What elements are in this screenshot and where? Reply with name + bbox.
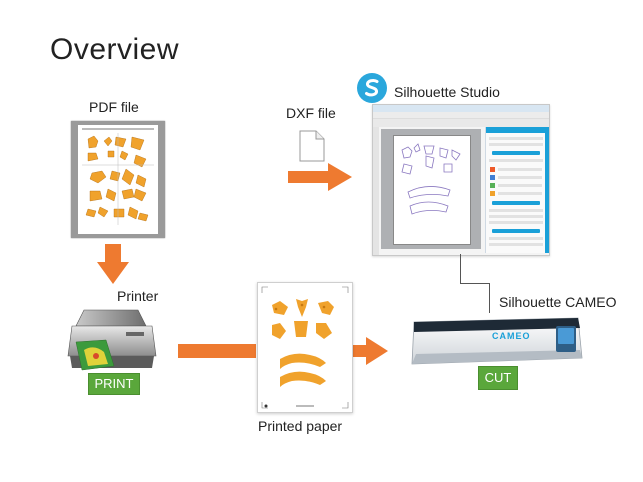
cut-button[interactable]: CUT [478, 366, 518, 390]
print-button[interactable]: PRINT [88, 373, 140, 395]
pdf-file-label: PDF file [89, 99, 139, 115]
pdf-document-thumbnail [71, 121, 165, 238]
printed-paper-sheet [257, 282, 353, 413]
studio-label: Silhouette Studio [394, 84, 500, 100]
printed-paper-label: Printed paper [258, 418, 343, 434]
silhouette-logo-icon [357, 73, 387, 103]
file-icon [299, 130, 325, 162]
arrow-right-icon [352, 337, 388, 365]
connector-line [489, 283, 490, 313]
printer-label: Printer [117, 288, 159, 304]
cameo-brand-label: CAMEO [492, 331, 531, 341]
printer-icon [67, 309, 157, 371]
silhouette-studio-window [372, 104, 550, 256]
silhouette-cameo-device: CAMEO [410, 312, 584, 368]
connector-line [460, 283, 490, 284]
dxf-file-label: DXF file [286, 105, 336, 121]
arrow-right-icon [288, 163, 352, 191]
connector-line [460, 254, 461, 284]
page-title: Overview [50, 33, 180, 66]
arrow-down-icon [97, 244, 129, 284]
cameo-label: Silhouette CAMEO [499, 294, 617, 310]
arrow-bar-shape [178, 344, 256, 358]
